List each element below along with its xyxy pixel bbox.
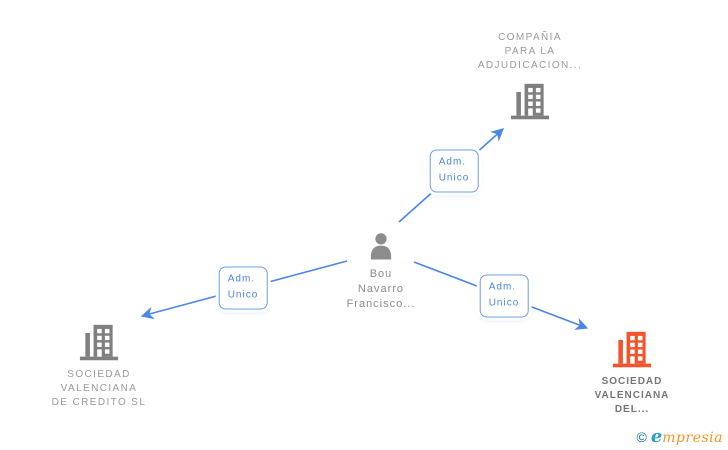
edge-label-adm-unico-top: Adm. Unico: [429, 149, 479, 193]
person-icon: [370, 233, 392, 260]
person-name: Bou Navarro Francisco...: [346, 268, 416, 310]
company-node-top[interactable]: COMPAÑIA PARA LA ADJUDICACION...: [445, 31, 615, 122]
building-icon: [79, 324, 119, 361]
brand-text: empresia: [651, 428, 723, 446]
edge-label-adm-unico-right: Adm. Unico: [479, 274, 529, 318]
person-node-center[interactable]: Bou Navarro Francisco...: [296, 231, 466, 312]
building-icon: [612, 331, 652, 368]
company-name: COMPAÑIA PARA LA ADJUDICACION...: [477, 32, 583, 71]
company-name: SOCIEDAD VALENCIANA DEL...: [594, 376, 670, 415]
empresia-logo[interactable]: © empresia: [636, 428, 723, 446]
company-node-right[interactable]: SOCIEDAD VALENCIANA DEL...: [547, 330, 717, 417]
brand-first-letter: e: [650, 426, 663, 447]
copyright-icon: ©: [636, 429, 647, 445]
company-name: SOCIEDAD VALENCIANA DE CREDITO SL: [51, 369, 147, 408]
company-node-left[interactable]: SOCIEDAD VALENCIANA DE CREDITO SL: [14, 318, 184, 410]
building-icon: [510, 83, 550, 120]
edge-label-adm-unico-left: Adm. Unico: [218, 266, 268, 310]
brand-rest: mpresia: [662, 430, 723, 446]
